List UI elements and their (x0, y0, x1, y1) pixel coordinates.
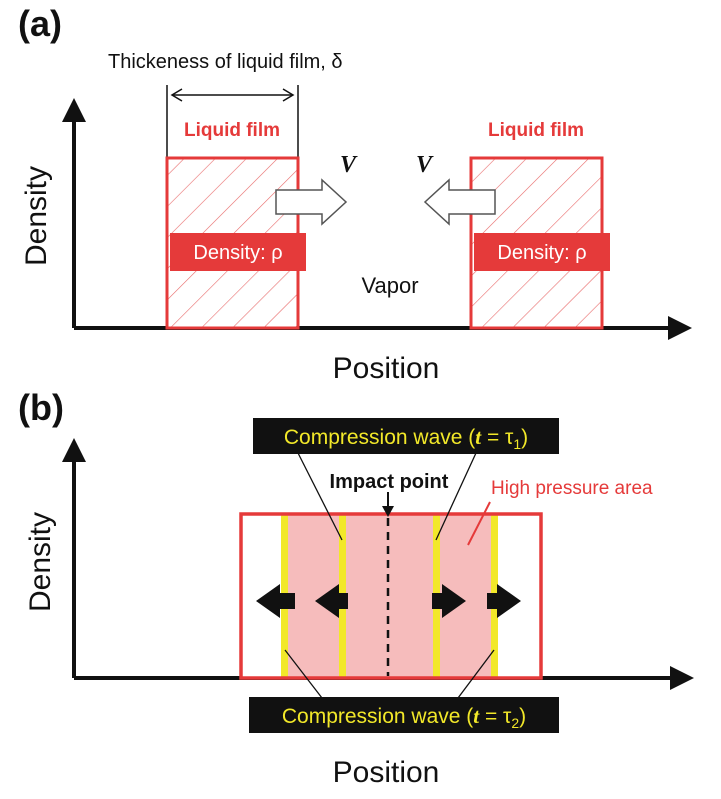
wave-t2-leader-right (457, 649, 495, 699)
wave-arrow-right-outer-icon (487, 584, 521, 618)
panel-a-y-axis-label: Density (20, 166, 53, 266)
merged-film-outline (239, 512, 543, 680)
velocity-left-arrow-icon (423, 178, 496, 226)
wave-t1-label-box (253, 418, 559, 454)
density-right-label: Density: ρ (497, 242, 586, 264)
panel-b-x-axis-label: Position (333, 756, 440, 789)
panel-a-label: (a) (18, 3, 62, 44)
wave-t2-label: Compression wave (t = τ2) (282, 704, 526, 731)
density-left-box (170, 233, 306, 271)
wave-t2-leader-left (284, 649, 323, 699)
wave-t1-label: Compression wave (t = τ1) (284, 425, 528, 452)
film-thickness-label: Thickeness of liquid film, δ (108, 51, 343, 73)
panel-b-y-axis-label: Density (24, 512, 57, 612)
thickness-dimension-arrow (166, 85, 299, 158)
wave-arrow-right-inner-icon (432, 584, 466, 618)
panel-b-label: (b) (18, 387, 64, 428)
wave-t1-leader-right (435, 452, 477, 541)
high-pressure-area (281, 514, 498, 678)
panel-a-x-axis-label: Position (333, 352, 440, 385)
density-right-box (474, 233, 610, 271)
high-pressure-pointer (467, 501, 491, 546)
wave-t2-label-box (249, 697, 559, 733)
wave-arrow-left-outer-icon (256, 584, 295, 618)
wave-arrow-left-inner-icon (315, 584, 348, 618)
impact-point-label: Impact point (330, 471, 449, 493)
velocity-left-label: V (340, 152, 358, 178)
velocity-right-label: V (416, 152, 434, 178)
density-left-label: Density: ρ (193, 242, 282, 264)
vapor-label: Vapor (361, 273, 418, 298)
velocity-right-arrow-icon (275, 178, 348, 226)
wave-t1-leader-left (297, 452, 343, 541)
high-pressure-label: High pressure area (491, 478, 653, 499)
liquid-film-left-label: Liquid film (184, 120, 280, 141)
impact-arrow-icon (382, 506, 394, 517)
liquid-film-right-label: Liquid film (488, 120, 584, 141)
